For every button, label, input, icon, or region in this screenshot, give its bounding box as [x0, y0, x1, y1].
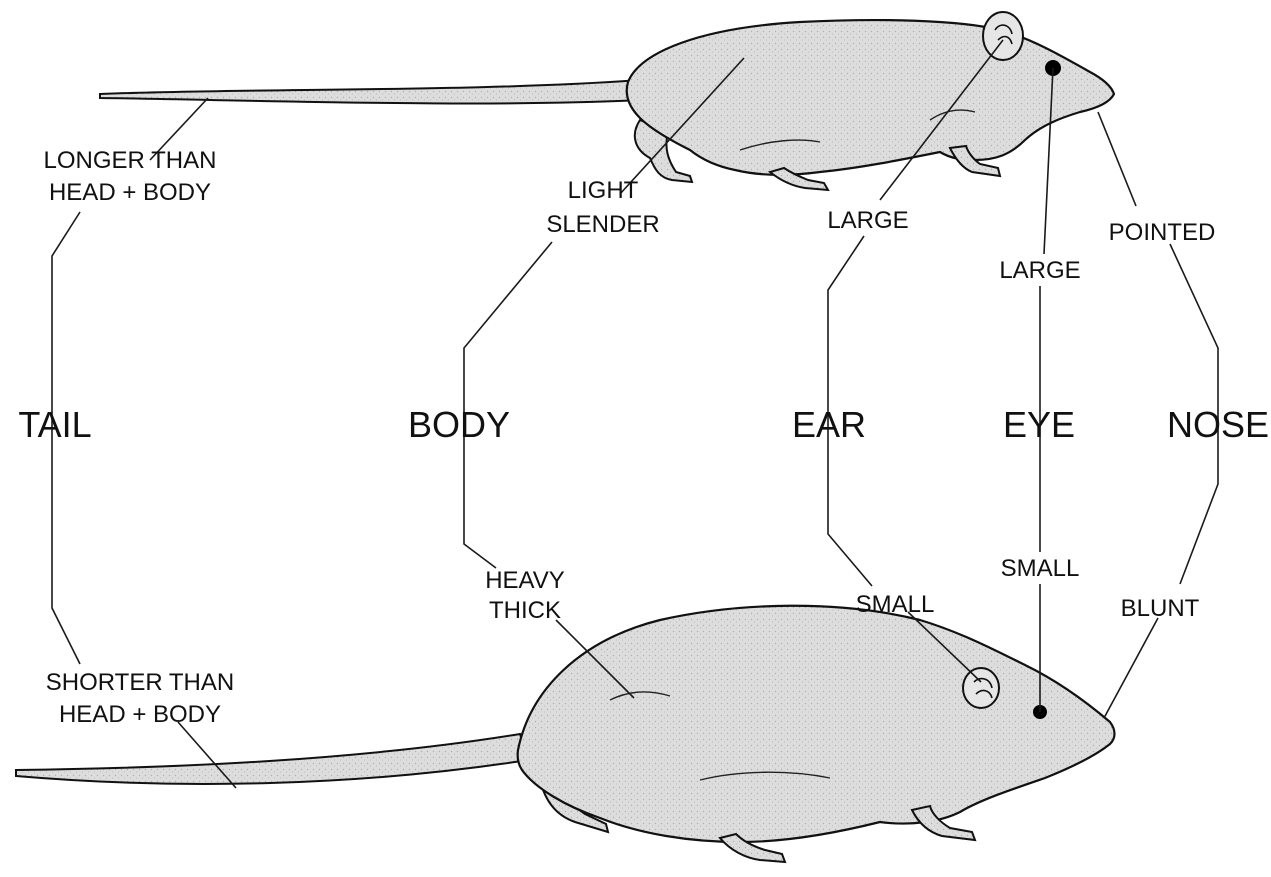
top-nose-label: POINTED [1109, 219, 1216, 246]
category-ear: EAR [792, 404, 866, 445]
bottom-rat-illustration [16, 606, 1115, 862]
nose-leader-top [1098, 112, 1136, 206]
bottom-tail-label-line1: SHORTER THAN [46, 669, 234, 696]
top-rat-tail [100, 80, 642, 103]
bottom-rat-tail [16, 734, 528, 784]
category-eye: EYE [1003, 404, 1075, 445]
category-nose: NOSE [1167, 404, 1269, 445]
top-ear-label: LARGE [827, 207, 908, 234]
bottom-eye-label: SMALL [1001, 555, 1080, 582]
top-tail-label-line1: LONGER THAN [44, 147, 217, 174]
bottom-ear-label: SMALL [856, 591, 935, 618]
bottom-nose-label: BLUNT [1121, 595, 1200, 622]
bottom-body-label-line1: HEAVY [485, 567, 565, 594]
bottom-rat-body [518, 606, 1115, 842]
nose-leader-bottom [1104, 618, 1158, 718]
category-tail: TAIL [18, 404, 91, 445]
top-rat-body [627, 20, 1114, 175]
top-rat-illustration [100, 12, 1114, 190]
bottom-rat-ear [963, 668, 999, 708]
bottom-body-label-line2: THICK [489, 597, 561, 624]
top-body-label-line1: LIGHT [568, 177, 639, 204]
bottom-tail-label-line2: HEAD + BODY [59, 701, 221, 728]
top-body-label-line2: SLENDER [546, 211, 659, 238]
category-body: BODY [408, 404, 510, 445]
top-tail-label-line2: HEAD + BODY [49, 179, 211, 206]
top-eye-label: LARGE [999, 257, 1080, 284]
